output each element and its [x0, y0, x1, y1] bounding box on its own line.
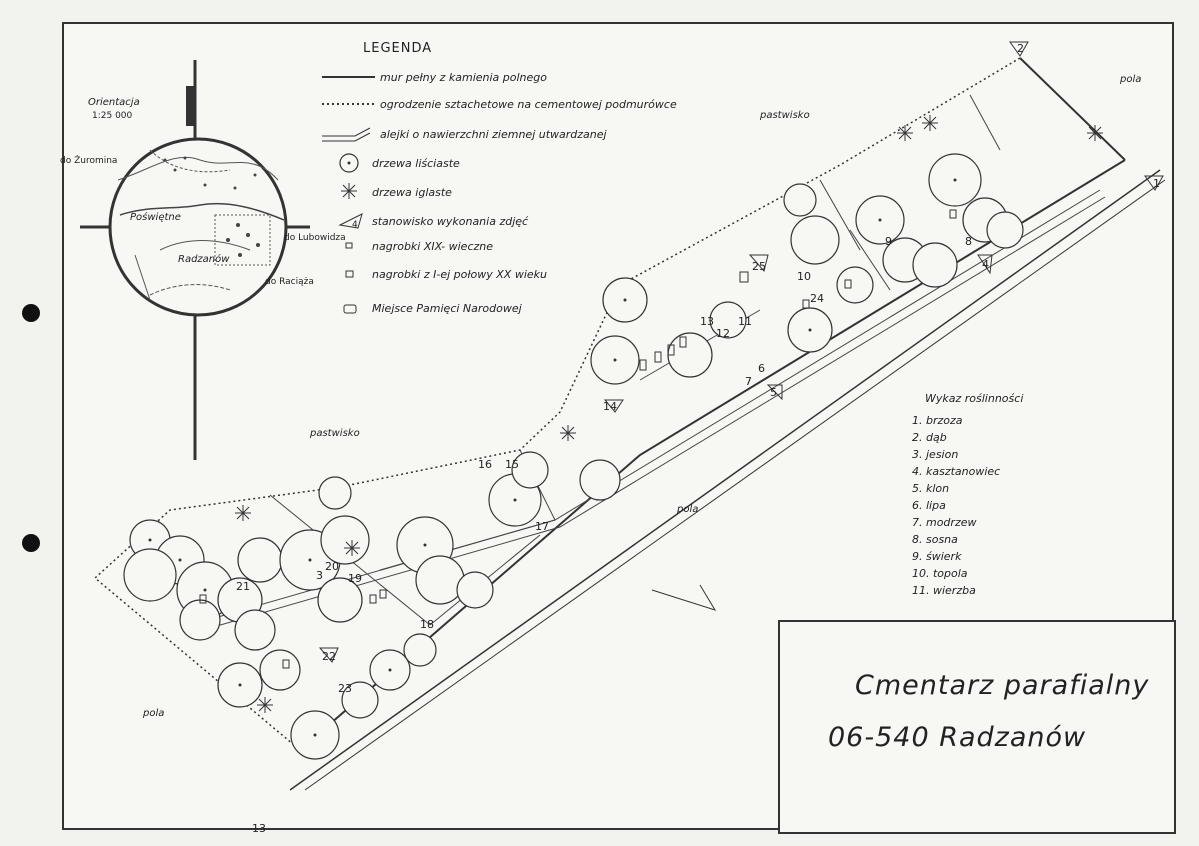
legend-item-picket-fence: ogrodzenie sztachetowe na cementowej pod…: [380, 98, 677, 111]
vegetation-item-1: 1. brzoza: [912, 414, 963, 427]
area-labels: pola pastwisko pastwisko pola pola: [142, 74, 1141, 719]
legend-item-deciduous: drzewa liściaste: [372, 157, 460, 170]
road-to-zuromin: do Żuromina: [60, 155, 117, 166]
cemetery-title: Cmentarz parafialny: [855, 670, 1150, 701]
legend-item-20th-graves: nagrobki z I-ej połowy XX wieku: [372, 268, 547, 281]
vegetation-item-5: 5. klon: [912, 482, 949, 495]
tree-dots: [148, 178, 957, 737]
orientation-scale: 1:25 000: [92, 111, 133, 121]
place-radzanow: Radzanów: [178, 253, 230, 265]
punch-hole-bottom: [22, 534, 40, 552]
graves: [199, 209, 957, 669]
orientation-inset: Orientacja 1:25 000 Poświętne Radzanów d…: [60, 60, 346, 460]
legend-item-paths: alejki o nawierzchni ziemnej utwardzanej: [380, 128, 608, 141]
station-6: 6: [758, 362, 765, 375]
station-15: 15: [505, 458, 519, 471]
title-block: Cmentarz parafialny 06-540 Radzanów: [778, 620, 1176, 834]
vegetation-item-9: 9. świerk: [912, 550, 962, 563]
vegetation-title: Wykaz roślinności: [925, 392, 1023, 405]
legend-item-stone-wall: mur pełny z kamienia polnego: [380, 71, 547, 84]
station-7: 7: [745, 375, 752, 388]
punch-hole-top: [22, 304, 40, 322]
station-21: 21: [236, 580, 250, 593]
station-19: 19: [348, 572, 362, 585]
station-12: 12: [716, 327, 730, 340]
road-to-raciaz: do Raciąża: [265, 277, 314, 287]
cemetery-postal-address: 06-540 Radzanów: [828, 722, 1087, 753]
station-25: 25: [752, 260, 766, 273]
vegetation-item-10: 10. topola: [912, 567, 968, 580]
station-20: 20: [325, 560, 339, 573]
vegetation-item-6: 6. lipa: [912, 499, 946, 512]
coniferous-trees: [235, 115, 1103, 713]
vegetation-item-2: 2. dąb: [912, 431, 947, 444]
legend-camera-number: 4: [352, 220, 358, 230]
station-numbers: 1 2 3 4 5 6 7 8 9 10 11 12 13 14 15 16 1…: [236, 42, 1160, 695]
vegetation-item-8: 8. sosna: [912, 533, 958, 546]
legend-item-coniferous: drzewa iglaste: [372, 186, 452, 199]
station-13: 13: [700, 315, 714, 328]
station-2: 2: [1017, 42, 1024, 55]
station-14: 14: [603, 400, 617, 413]
label-pola-bottom-left: pola: [142, 708, 164, 719]
sheet-mark: 13: [252, 822, 266, 835]
label-pastwisko-left: pastwisko: [309, 428, 360, 439]
station-24: 24: [810, 292, 824, 305]
station-1: 1: [1153, 177, 1160, 190]
legend-item-19th-graves: nagrobki XIX- wieczne: [372, 240, 493, 253]
photo-stations: [318, 41, 1164, 663]
direction-mark: [651, 584, 717, 611]
vegetation-item-4: 4. kasztanowiec: [912, 465, 1000, 478]
legend-item-memorial: Miejsce Pamięci Narodowej: [372, 302, 523, 315]
vegetation-item-7: 7. modrzew: [912, 516, 976, 529]
legend-title: LEGENDA: [363, 41, 432, 56]
vegetation-list: Wykaz roślinności 1. brzoza 2. dąb 3. je…: [912, 392, 1023, 597]
station-18: 18: [420, 618, 434, 631]
legend: LEGENDA 4 mur pełny z kamienia polnego o…: [322, 41, 677, 315]
station-10: 10: [797, 270, 811, 283]
label-pola-top-right: pola: [1119, 74, 1141, 85]
road-to-lubowidz: do Lubowidza: [284, 233, 346, 243]
station-17: 17: [535, 520, 549, 533]
station-8: 8: [965, 235, 972, 248]
station-5: 5: [770, 386, 777, 399]
vegetation-item-11: 11. wierzba: [912, 584, 976, 597]
station-22: 22: [322, 650, 336, 663]
place-poswietne: Poświętne: [130, 211, 181, 223]
station-11: 11: [738, 315, 752, 328]
station-3: 3: [316, 569, 323, 582]
station-23: 23: [338, 682, 352, 695]
label-pola-middle: pola: [676, 504, 698, 515]
legend-item-photo-station: stanowisko wykonania zdjęć: [372, 215, 529, 228]
station-16: 16: [478, 458, 492, 471]
station-4: 4: [982, 258, 989, 271]
label-pastwisko-top: pastwisko: [759, 110, 810, 121]
station-9: 9: [885, 235, 892, 248]
orientation-title: Orientacja: [88, 97, 140, 108]
vegetation-item-3: 3. jesion: [912, 448, 958, 461]
